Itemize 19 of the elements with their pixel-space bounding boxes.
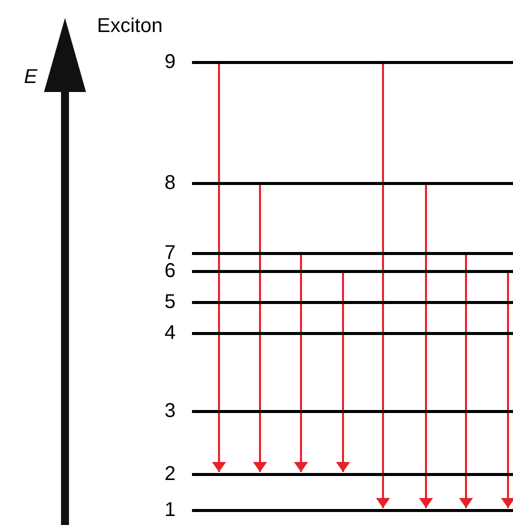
arrow xyxy=(419,184,433,508)
level-number: 1 xyxy=(163,500,177,520)
heading-label: Exciton xyxy=(97,15,163,37)
arrow xyxy=(376,63,390,508)
arrow xyxy=(253,184,267,472)
arrow xyxy=(501,272,513,508)
arrow xyxy=(212,63,226,472)
level-number: 9 xyxy=(163,52,177,72)
level-number: 2 xyxy=(163,464,177,484)
arrow xyxy=(459,254,473,508)
level-number: 7 xyxy=(163,243,177,263)
level-number: 5 xyxy=(163,292,177,312)
level-number: 6 xyxy=(163,261,177,281)
level-number: 8 xyxy=(163,173,177,193)
arrow xyxy=(336,272,350,472)
arrow xyxy=(294,254,308,472)
level-number: 4 xyxy=(163,323,177,343)
level-number: 3 xyxy=(163,401,177,421)
axis-label: E xyxy=(24,66,38,88)
